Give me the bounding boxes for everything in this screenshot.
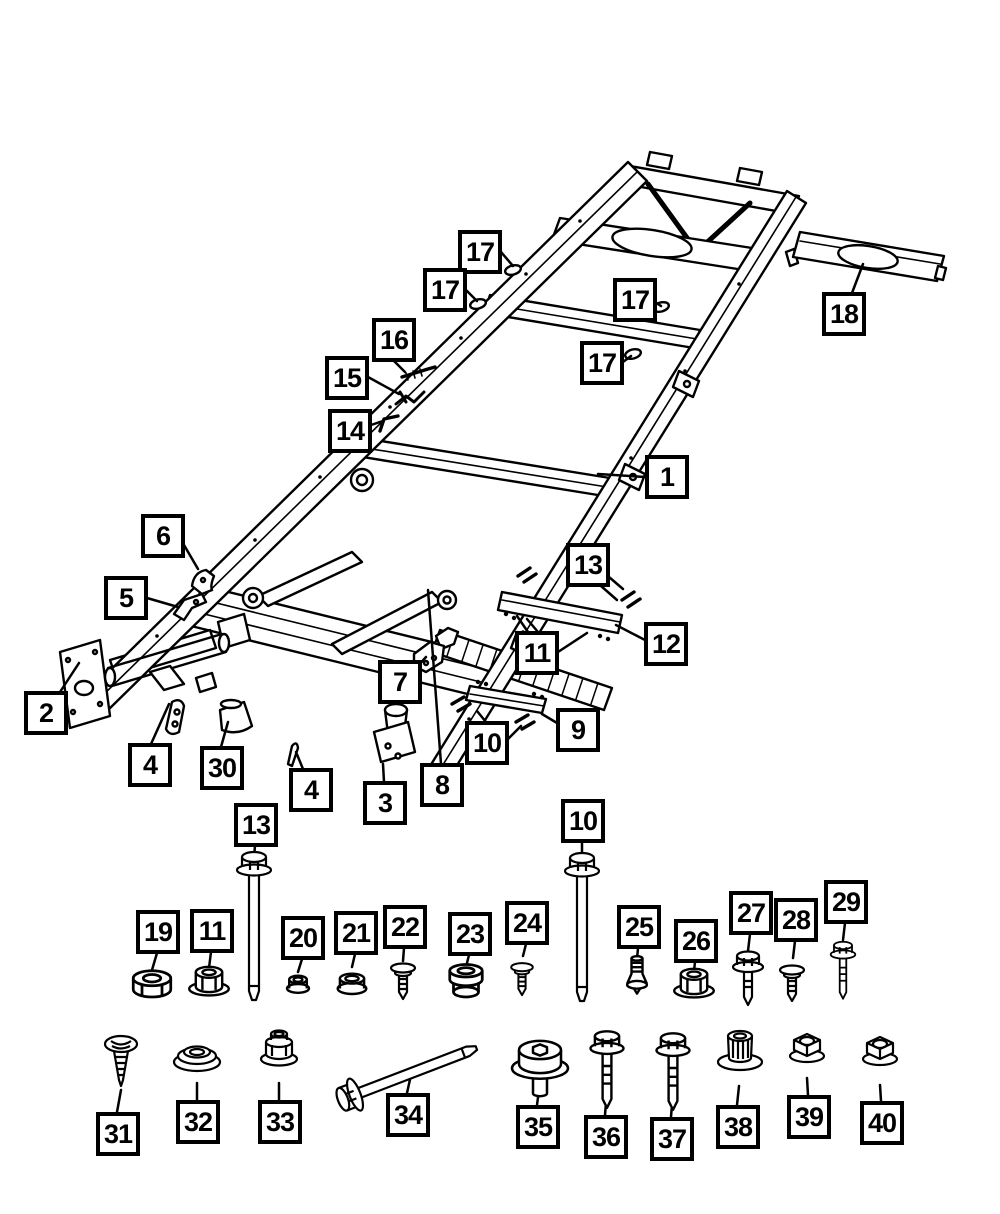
- callout-14-6: 14: [328, 409, 372, 453]
- part-20-cap-nut: [285, 974, 311, 995]
- callout-36-42: 36: [584, 1115, 628, 1159]
- part-18-crossmember: [784, 230, 948, 283]
- part-36-flange-bolt-long: [589, 1030, 625, 1110]
- callout-1-8: 1: [645, 455, 689, 499]
- callout-17-1: 17: [423, 268, 467, 312]
- part-30-bracket: [218, 698, 254, 734]
- callout-30-21: 30: [200, 746, 244, 790]
- callout-2-11: 2: [24, 691, 68, 735]
- part-32-grommet: [172, 1045, 222, 1073]
- callout-15-5: 15: [325, 356, 369, 400]
- callout-31-37: 31: [96, 1112, 140, 1156]
- callout-10-16: 10: [465, 721, 509, 765]
- callout-35-41: 35: [516, 1105, 560, 1149]
- part-10-long-bolt: [563, 851, 601, 1003]
- part-39-flange-nut-top: [788, 1032, 826, 1064]
- callout-7-17: 7: [378, 660, 422, 704]
- part-24-push-rivet: [510, 962, 534, 997]
- callout-13-12: 13: [566, 543, 610, 587]
- hardware-layer: [103, 850, 899, 1119]
- part-26-flange-nut: [672, 967, 716, 999]
- callout-29-36: 29: [824, 880, 868, 924]
- callout-17-0: 17: [458, 230, 502, 274]
- callout-21-27: 21: [334, 911, 378, 955]
- part-16-link: [400, 365, 437, 381]
- callout-23-29: 23: [448, 912, 492, 956]
- part-14-link: [378, 414, 400, 433]
- callout-26-33: 26: [674, 919, 718, 963]
- callout-11-13: 11: [515, 631, 559, 675]
- callout-33-39: 33: [258, 1100, 302, 1144]
- part-40-flange-nut-top: [861, 1035, 899, 1067]
- part-29-flange-bolt-long: [829, 940, 857, 1000]
- callout-4-20: 4: [289, 768, 333, 812]
- callout-5-10: 5: [104, 576, 148, 620]
- part-25-stud-rivet: [625, 954, 649, 995]
- callout-19-24: 19: [136, 910, 180, 954]
- callout-13-23: 13: [234, 803, 278, 847]
- callout-39-45: 39: [787, 1095, 831, 1139]
- part-19-hex-nut: [131, 969, 173, 999]
- callout-9-15: 9: [556, 708, 600, 752]
- part-38-barrel-nut: [716, 1029, 764, 1072]
- callout-12-14: 12: [644, 622, 688, 666]
- callout-17-2: 17: [613, 278, 657, 322]
- part-27-flange-bolt: [731, 950, 765, 1007]
- part-15-link: [394, 390, 426, 406]
- part-9-crossmember: [450, 679, 548, 731]
- part-2-front-crossmember: [58, 632, 231, 730]
- part-37-flange-bolt-long: [655, 1032, 691, 1112]
- callout-17-3: 17: [580, 341, 624, 385]
- part-33-lock-nut: [259, 1029, 299, 1067]
- callout-32-38: 32: [176, 1100, 220, 1144]
- callout-10-31: 10: [561, 799, 605, 843]
- part-13-long-bolt: [235, 850, 273, 1002]
- callout-22-28: 22: [383, 905, 427, 949]
- callout-37-43: 37: [650, 1117, 694, 1161]
- callout-16-4: 16: [372, 318, 416, 362]
- part-11-flange-nut: [187, 965, 231, 997]
- callout-25-32: 25: [617, 905, 661, 949]
- part-22-push-rivet: [389, 962, 417, 1001]
- callout-34-40: 34: [386, 1093, 430, 1137]
- part-28-push-rivet: [778, 964, 806, 1003]
- callout-27-34: 27: [729, 891, 773, 935]
- callout-24-30: 24: [505, 901, 549, 945]
- part-12-crossmember: [496, 566, 642, 642]
- part-21-cap-nut-wide: [336, 972, 368, 996]
- callout-28-35: 28: [774, 898, 818, 942]
- part-4-bracket-left: [164, 699, 186, 736]
- callout-8-18: 8: [420, 763, 464, 807]
- callout-18-7: 18: [822, 292, 866, 336]
- callout-40-46: 40: [860, 1101, 904, 1145]
- callout-4-22: 4: [128, 743, 172, 787]
- part-31-push-pin: [103, 1034, 139, 1088]
- part-3-mount: [372, 702, 417, 764]
- part-4-pin-right: [286, 742, 300, 768]
- callout-38-44: 38: [716, 1105, 760, 1149]
- callout-3-19: 3: [363, 781, 407, 825]
- part-23-bushing: [448, 963, 484, 999]
- callout-20-26: 20: [281, 916, 325, 960]
- callout-6-9: 6: [141, 514, 185, 558]
- part-35-socket-bolt: [510, 1039, 570, 1098]
- callout-11-25: 11: [190, 909, 234, 953]
- chassis-frame-drawing: [58, 150, 948, 785]
